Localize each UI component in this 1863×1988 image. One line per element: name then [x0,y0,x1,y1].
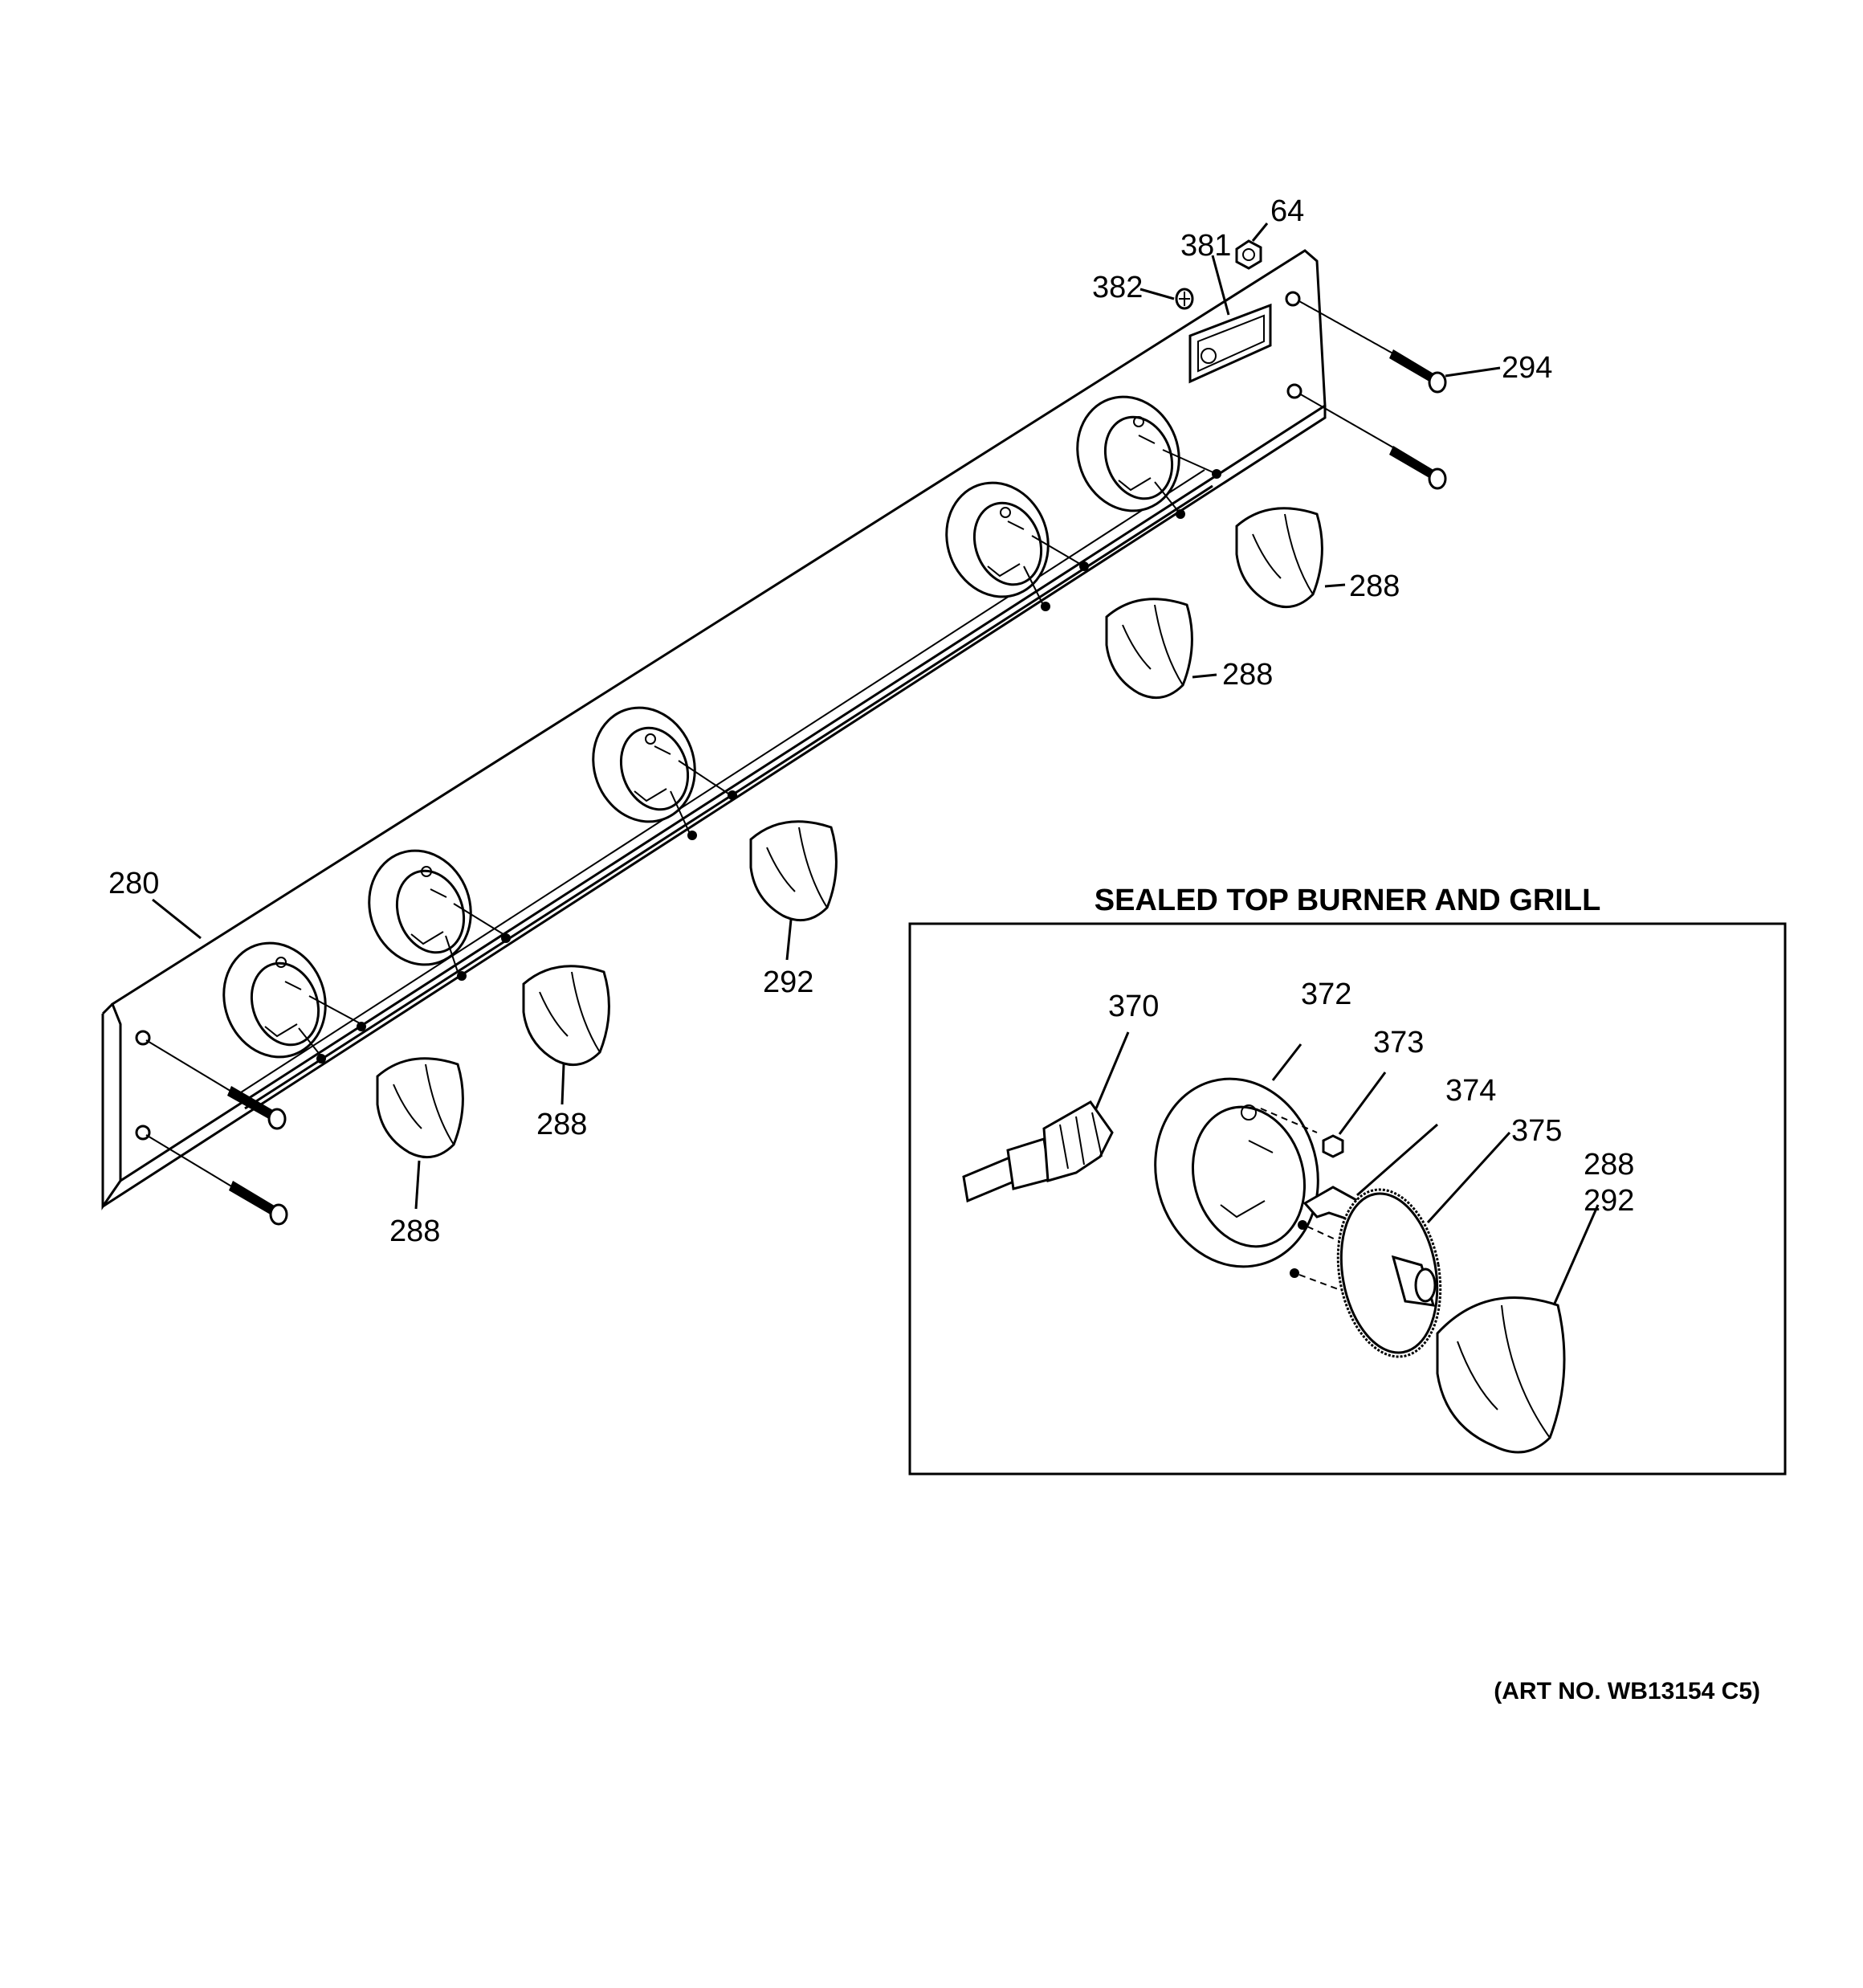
callout-372: 372 [1301,978,1351,1011]
screw-373 [1322,1072,1387,1158]
valve-375 [1290,1131,1511,1358]
bezel-372 [1154,1043,1319,1268]
knob-292 [749,820,838,922]
screw-left-upper [145,1039,287,1130]
callout-288-c: 288 [536,1108,587,1141]
callout-375: 375 [1511,1114,1562,1148]
bezel-2 [368,849,507,973]
leader-lines [152,222,1501,1210]
callout-288-a: 288 [1349,569,1400,603]
switch-370 [962,1031,1130,1203]
bezel-1 [222,941,362,1059]
knob-288-c [522,965,610,1067]
bezel-3 [592,706,732,836]
callout-373: 373 [1373,1026,1424,1059]
inset-title: SEALED TOP BURNER AND GRILL [1095,884,1601,917]
callout-280: 280 [108,867,159,900]
panel-280 [101,249,1327,1210]
nut-64 [1235,239,1262,270]
callout-374: 374 [1445,1074,1496,1108]
callout-288-d: 288 [389,1214,440,1248]
callout-288-inset: 288 [1584,1148,1634,1182]
callout-292-inset: 292 [1584,1184,1634,1218]
callout-381: 381 [1180,229,1231,263]
rail-screws [316,469,1221,1063]
callout-64: 64 [1270,194,1304,228]
callout-288-b: 288 [1222,658,1273,692]
callout-292: 292 [763,965,813,999]
bezel-5 [1076,395,1217,515]
art-number: (ART NO. WB13154 C5) [1494,1678,1760,1704]
callout-294: 294 [1502,351,1552,385]
knob-288-b [1105,598,1193,700]
bezel-4 [945,481,1085,607]
inset-frame [908,922,1787,1476]
screw-294-upper [1298,300,1447,394]
knob-288-d [376,1057,464,1159]
knob-288-a [1235,507,1323,609]
screw-294-lower [1298,393,1447,490]
callout-382: 382 [1092,271,1143,304]
washer-382 [1175,288,1194,310]
callout-370: 370 [1108,990,1159,1023]
screw-left-lower [145,1134,288,1226]
knob-inset [1436,1204,1600,1454]
badge-381 [1188,303,1272,384]
